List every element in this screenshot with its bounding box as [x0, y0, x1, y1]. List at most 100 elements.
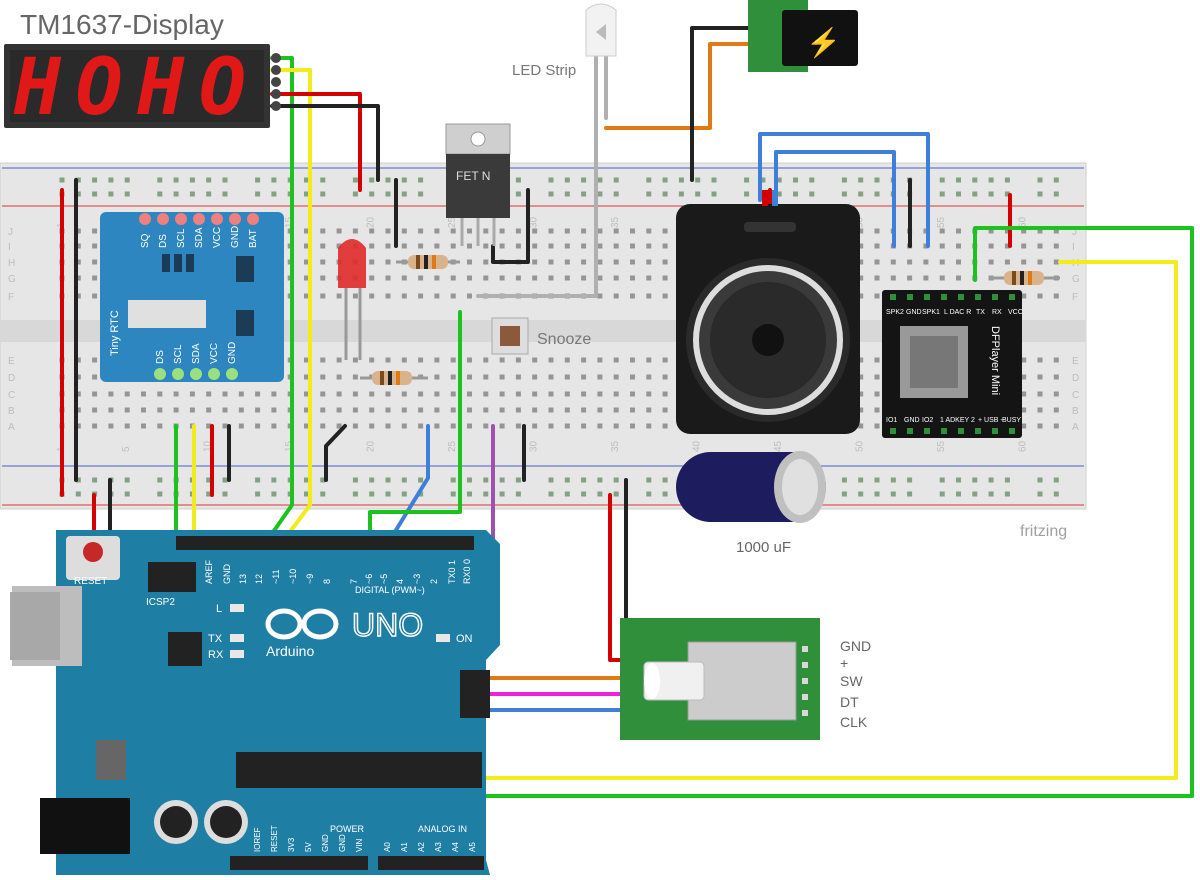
arduino-pin-label: RX0 0 [462, 559, 472, 584]
breadboard-hole [662, 391, 668, 397]
breadboard-hole [515, 357, 521, 363]
arduino-reset-label: RESET [74, 576, 107, 587]
rtc-pin-pad [154, 368, 166, 380]
breadboard-hole [532, 259, 538, 265]
breadboard-hole [597, 391, 603, 397]
breadboard-hole [858, 477, 864, 483]
breadboard-hole [173, 391, 179, 397]
breadboard-hole [515, 243, 521, 249]
encoder-pin-label: SW [840, 673, 863, 689]
breadboard-hole [401, 423, 407, 429]
breadboard-hole [630, 357, 635, 363]
breadboard-hole [320, 391, 326, 397]
breadboard-hole [483, 259, 489, 265]
breadboard-hole [972, 477, 978, 483]
breadboard-hole [662, 243, 668, 249]
breadboard-hole [1037, 243, 1043, 249]
dfplayer-pin-pad [941, 294, 947, 300]
rtc-pin-label: GND [230, 226, 241, 248]
breadboard-hole [939, 275, 945, 281]
dfplayer-pin-pad [907, 294, 913, 300]
breadboard-hole [1037, 191, 1043, 197]
breadboard-hole [483, 357, 489, 363]
breadboard-hole [874, 357, 880, 363]
breadboard-hole [336, 357, 342, 363]
breadboard-row-letter: B [1072, 406, 1079, 417]
wire-display-red [270, 92, 362, 192]
breadboard-hole [1004, 491, 1010, 497]
breadboard-hole [271, 423, 277, 429]
breadboard-hole [238, 407, 244, 413]
breadboard-hole [499, 374, 505, 380]
dfplayer-pin-label: IO2 [922, 417, 933, 424]
dfplayer-pin-label: TX [976, 309, 985, 316]
breadboard-hole [972, 177, 978, 183]
breadboard-hole [75, 243, 81, 249]
breadboard-hole [613, 228, 619, 234]
breadboard-hole [1053, 423, 1059, 429]
breadboard-row-letter: I [1072, 242, 1075, 253]
breadboard-hole [499, 491, 505, 497]
arduino-pin-label: ~10 [288, 569, 298, 584]
breadboard-hole [597, 293, 603, 299]
breadboard-hole [776, 177, 782, 183]
arduino-pin-label: 12 [254, 574, 264, 584]
breadboard-hole [662, 177, 668, 183]
breadboard-hole [92, 293, 98, 299]
breadboard-hole [1037, 491, 1043, 497]
breadboard-hole [1053, 491, 1059, 497]
breadboard-hole [304, 177, 309, 183]
breadboard-hole [434, 228, 440, 234]
breadboard-hole [646, 275, 652, 281]
breadboard-hole [434, 275, 440, 281]
breadboard-hole [483, 275, 489, 281]
breadboard-hole [499, 357, 505, 363]
breadboard-hole [369, 491, 375, 497]
breadboard-hole [108, 423, 114, 429]
breadboard-hole [467, 243, 472, 249]
breadboard-hole [450, 407, 456, 413]
breadboard-row-letter: J [8, 227, 13, 238]
breadboard-hole [548, 177, 554, 183]
breadboard-hole [858, 259, 864, 265]
breadboard-hole [467, 293, 472, 299]
dfplayer-pin-label: SPK1 [922, 309, 940, 316]
rtc-pin-label: GND [227, 342, 238, 364]
breadboard-hole [597, 259, 603, 265]
arduino-pin-label: 5V [304, 842, 313, 852]
breadboard-hole [255, 177, 261, 183]
breadboard-row-letter: G [1072, 274, 1080, 285]
rtc-pin-pad [211, 213, 223, 225]
rtc-pin-pad [229, 213, 241, 225]
breadboard-hole [646, 259, 652, 265]
breadboard-hole [222, 177, 228, 183]
breadboard-hole [385, 228, 391, 234]
breadboard-hole [613, 357, 619, 363]
arduino-pin-label: ~11 [271, 569, 281, 584]
breadboard-hole [320, 191, 326, 197]
breadboard-hole [450, 293, 456, 299]
arduino-pin-label: ~3 [412, 574, 422, 584]
breadboard-hole [630, 423, 635, 429]
breadboard-hole [939, 491, 945, 497]
breadboard-hole [548, 357, 554, 363]
breadboard-hole [304, 374, 309, 380]
breadboard-column-number: 50 [855, 216, 866, 228]
breadboard-hole [157, 407, 163, 413]
breadboard-hole [858, 423, 864, 429]
breadboard-hole [206, 191, 212, 197]
arduino-pin-label: A0 [383, 842, 392, 852]
breadboard-hole [1053, 357, 1059, 363]
breadboard-hole [744, 191, 750, 197]
breadboard-hole [369, 243, 375, 249]
breadboard-hole [336, 243, 342, 249]
breadboard-hole [1021, 259, 1027, 265]
breadboard-hole [467, 491, 472, 497]
dfplayer-pin-label: IO1 [886, 417, 897, 424]
breadboard-hole [75, 191, 81, 197]
breadboard-hole [597, 275, 603, 281]
breadboard-hole [581, 177, 587, 183]
speaker [676, 190, 860, 434]
breadboard-hole [874, 177, 880, 183]
breadboard-hole [939, 477, 945, 483]
